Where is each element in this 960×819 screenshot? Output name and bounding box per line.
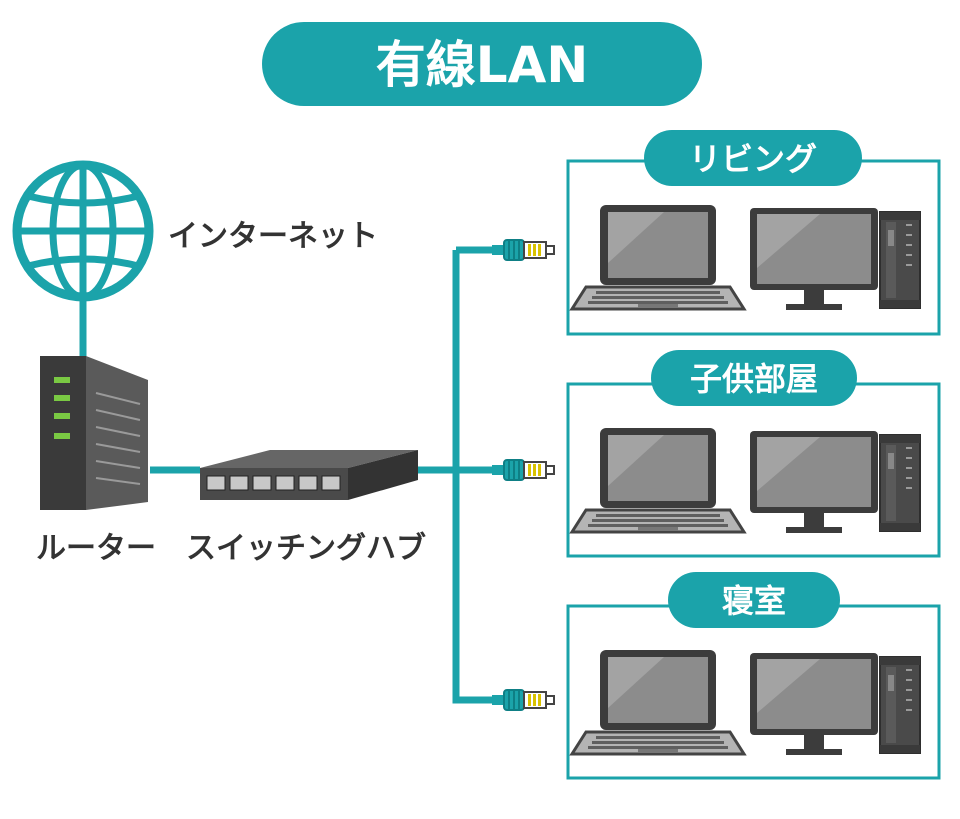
room-box-living: リビング bbox=[566, 130, 941, 336]
room-label: リビング bbox=[689, 140, 817, 178]
desktop-tower-icon bbox=[879, 656, 921, 754]
room-box-kids-room: 子供部屋 bbox=[566, 350, 941, 558]
switching-hub-icon bbox=[200, 450, 418, 500]
title-banner: 有線LAN bbox=[262, 22, 702, 106]
lan-connector-icon bbox=[491, 239, 555, 261]
desktop-tower-icon bbox=[879, 434, 921, 532]
internet-globe-icon bbox=[12, 160, 154, 302]
desktop-tower-icon bbox=[879, 211, 921, 309]
switching-hub-label: スイッチングハブ bbox=[186, 531, 426, 566]
router-icon bbox=[40, 356, 148, 510]
page-title: 有線LAN bbox=[376, 36, 588, 94]
router-label: ルーター bbox=[36, 531, 156, 566]
internet-label: インターネット bbox=[168, 219, 378, 254]
room-label: 子供部屋 bbox=[690, 360, 818, 398]
network-cables bbox=[79, 246, 498, 704]
room-box-bedroom: 寝室 bbox=[566, 572, 941, 780]
lan-connector-icon bbox=[491, 459, 555, 481]
lan-connector-icon bbox=[491, 689, 555, 711]
room-label: 寝室 bbox=[722, 582, 786, 620]
